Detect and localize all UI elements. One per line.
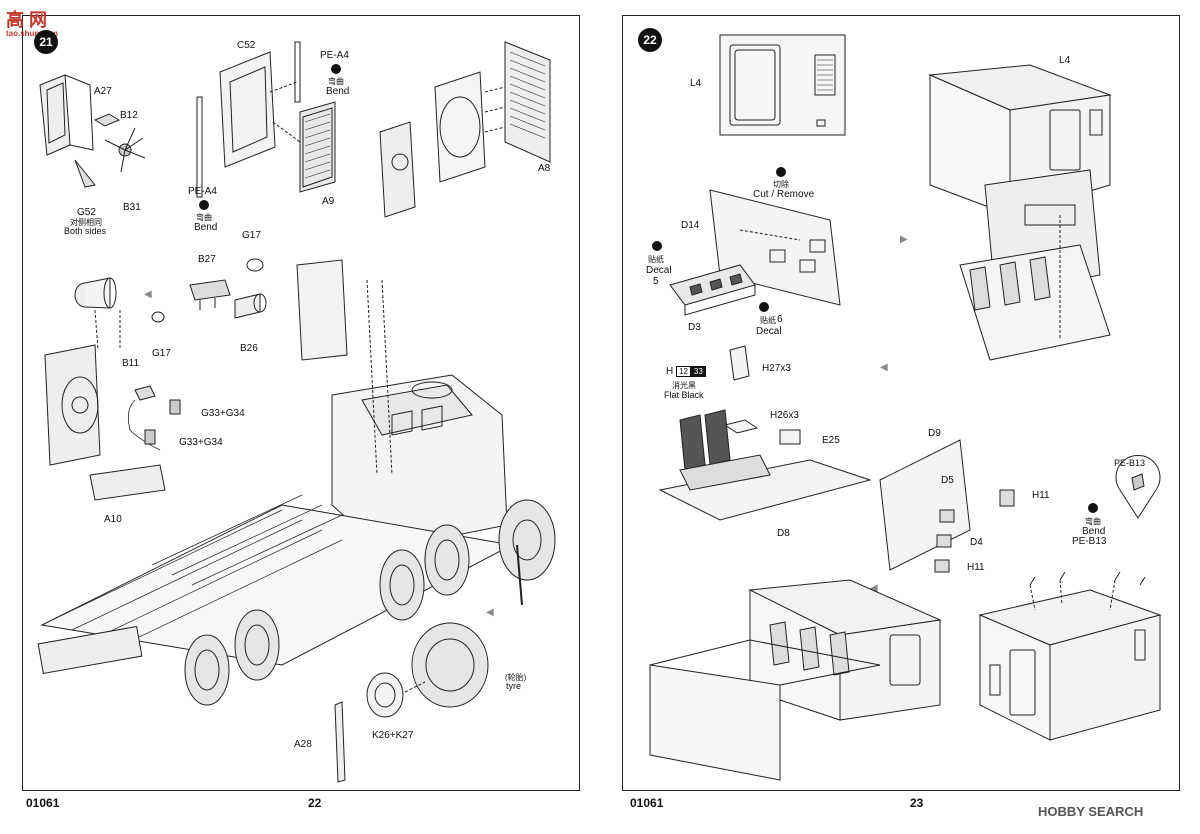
direction-arrow: ◀	[880, 362, 888, 373]
label-tyre-cn: (轮胎)	[505, 673, 527, 682]
label-b31: B31	[123, 202, 141, 213]
wheel-drawing	[334, 622, 489, 783]
decal-icon	[759, 302, 769, 312]
label-tyre: tyre	[506, 681, 522, 691]
label-decal-cn-right: 贴纸	[760, 316, 776, 325]
page-number: 22	[308, 796, 322, 810]
watermark-sub: tao.shun.com	[6, 29, 59, 38]
label-l4-right: L4	[1059, 55, 1071, 66]
label-g52: G52	[77, 207, 96, 218]
label-g33-2: G33+G34	[179, 437, 223, 448]
label-pe-b13-callout: PE-B13	[1114, 458, 1146, 468]
cabin-exterior-drawing	[978, 571, 1162, 741]
air-filter-drawing	[151, 258, 267, 323]
cabin-l4-drawing	[928, 64, 1112, 361]
hobby-search-logo: HOBBY SEARCH	[1038, 804, 1143, 819]
label-a27: A27	[94, 86, 112, 97]
color-code-12: 12	[676, 366, 691, 377]
right-page: 22 L4 切除 Cut / Remove L4 ▶	[600, 0, 1200, 834]
label-g52-note: Both sides	[64, 226, 107, 236]
label-h11-top: H11	[1032, 490, 1050, 501]
label-k26: K26+K27	[372, 730, 414, 741]
bend-icon	[331, 64, 341, 74]
step-number: 21	[34, 30, 58, 54]
label-a8: A8	[538, 163, 551, 174]
label-g33-1: G33+G34	[201, 408, 245, 419]
bend-icon	[199, 200, 209, 210]
kit-number: 01061	[26, 796, 60, 810]
label-d5: D5	[941, 475, 954, 486]
grill-assembly-drawing	[379, 41, 551, 218]
label-b27: B27	[198, 254, 216, 265]
pe-b13-callout-shape	[1115, 454, 1161, 519]
label-pe-a4-top: PE-A4	[320, 50, 349, 61]
label-flat-black-cn: 消光黑	[672, 381, 696, 390]
label-bend-left: Bend	[194, 222, 218, 233]
decal-icon	[652, 241, 662, 251]
label-e25: E25	[822, 435, 840, 446]
step-number: 22	[638, 28, 662, 52]
label-b26: B26	[240, 343, 258, 354]
label-decal-left-num: 5	[653, 276, 659, 287]
cabin-interior-drawing	[649, 579, 942, 781]
label-flat-black: Flat Black	[664, 390, 704, 400]
label-cut: Cut / Remove	[753, 189, 815, 200]
label-h27: H27x3	[762, 363, 791, 374]
panel-d9-drawing	[879, 439, 1015, 573]
label-decal-right-num: 6	[777, 314, 783, 325]
direction-arrow: ◀	[870, 583, 878, 594]
label-d14: D14	[681, 220, 700, 231]
label-c52: C52	[237, 40, 256, 51]
label-a28: A28	[294, 739, 312, 750]
label-decal-right: Decal	[756, 326, 782, 337]
seats-drawing	[658, 345, 872, 521]
label-b12: B12	[120, 110, 138, 121]
side-radiator-drawing	[44, 277, 181, 501]
kit-number: 01061	[630, 796, 664, 810]
label-decal-cn-left: 贴纸	[648, 255, 664, 264]
cut-icon	[776, 167, 786, 177]
color-code-33: 33	[690, 366, 706, 377]
bend-icon	[1088, 503, 1098, 513]
direction-arrow: ▶	[900, 234, 908, 245]
color-h: H	[666, 366, 674, 377]
left-page: 高 网 tao.shun.com 21 A27 B12 B31 G52 对侧相同…	[6, 6, 580, 810]
direction-arrow: ◀	[486, 607, 494, 618]
dashboard-d3-drawing	[669, 264, 756, 316]
label-d3: D3	[688, 322, 701, 333]
label-d4: D4	[970, 537, 983, 548]
label-b11: B11	[122, 358, 140, 369]
label-decal-left: Decal	[646, 265, 672, 276]
label-bend-cn-left: 弯曲	[196, 213, 212, 222]
truck-chassis-drawing	[37, 259, 556, 706]
label-g17-top: G17	[242, 230, 261, 241]
label-g52-cn: 对侧相同	[70, 218, 102, 227]
right-page-frame	[622, 15, 1180, 791]
label-bend-cn-top: 弯曲	[328, 77, 344, 86]
label-d8: D8	[777, 528, 790, 539]
direction-arrow: ◀	[144, 289, 152, 300]
label-g17-left: G17	[152, 348, 171, 359]
radiator-bracket-drawing	[39, 74, 146, 188]
watermark-chars: 高 网	[6, 10, 48, 30]
label-cut-cn: 切除	[773, 180, 789, 189]
label-a10: A10	[104, 514, 122, 525]
label-d9: D9	[928, 428, 941, 439]
label-l4-left: L4	[690, 78, 702, 89]
page-number: 23	[910, 796, 924, 810]
panel-l4-drawing	[719, 34, 846, 136]
label-bend: Bend	[1082, 526, 1106, 537]
label-bend-top: Bend	[326, 86, 350, 97]
label-h11-bottom: H11	[967, 562, 985, 573]
label-bend-cn: 弯曲	[1085, 517, 1101, 526]
label-a9: A9	[322, 196, 335, 207]
watermark-logo: 高 网	[6, 6, 47, 32]
hobby-search-text: HOBBY SEARCH	[1038, 804, 1144, 819]
label-pe-a4-left: PE-A4	[188, 186, 217, 197]
label-pe-b13: PE-B13	[1072, 536, 1107, 547]
label-h26: H26x3	[770, 410, 799, 421]
radiator-drawing	[196, 41, 336, 198]
left-page-frame	[22, 15, 580, 791]
